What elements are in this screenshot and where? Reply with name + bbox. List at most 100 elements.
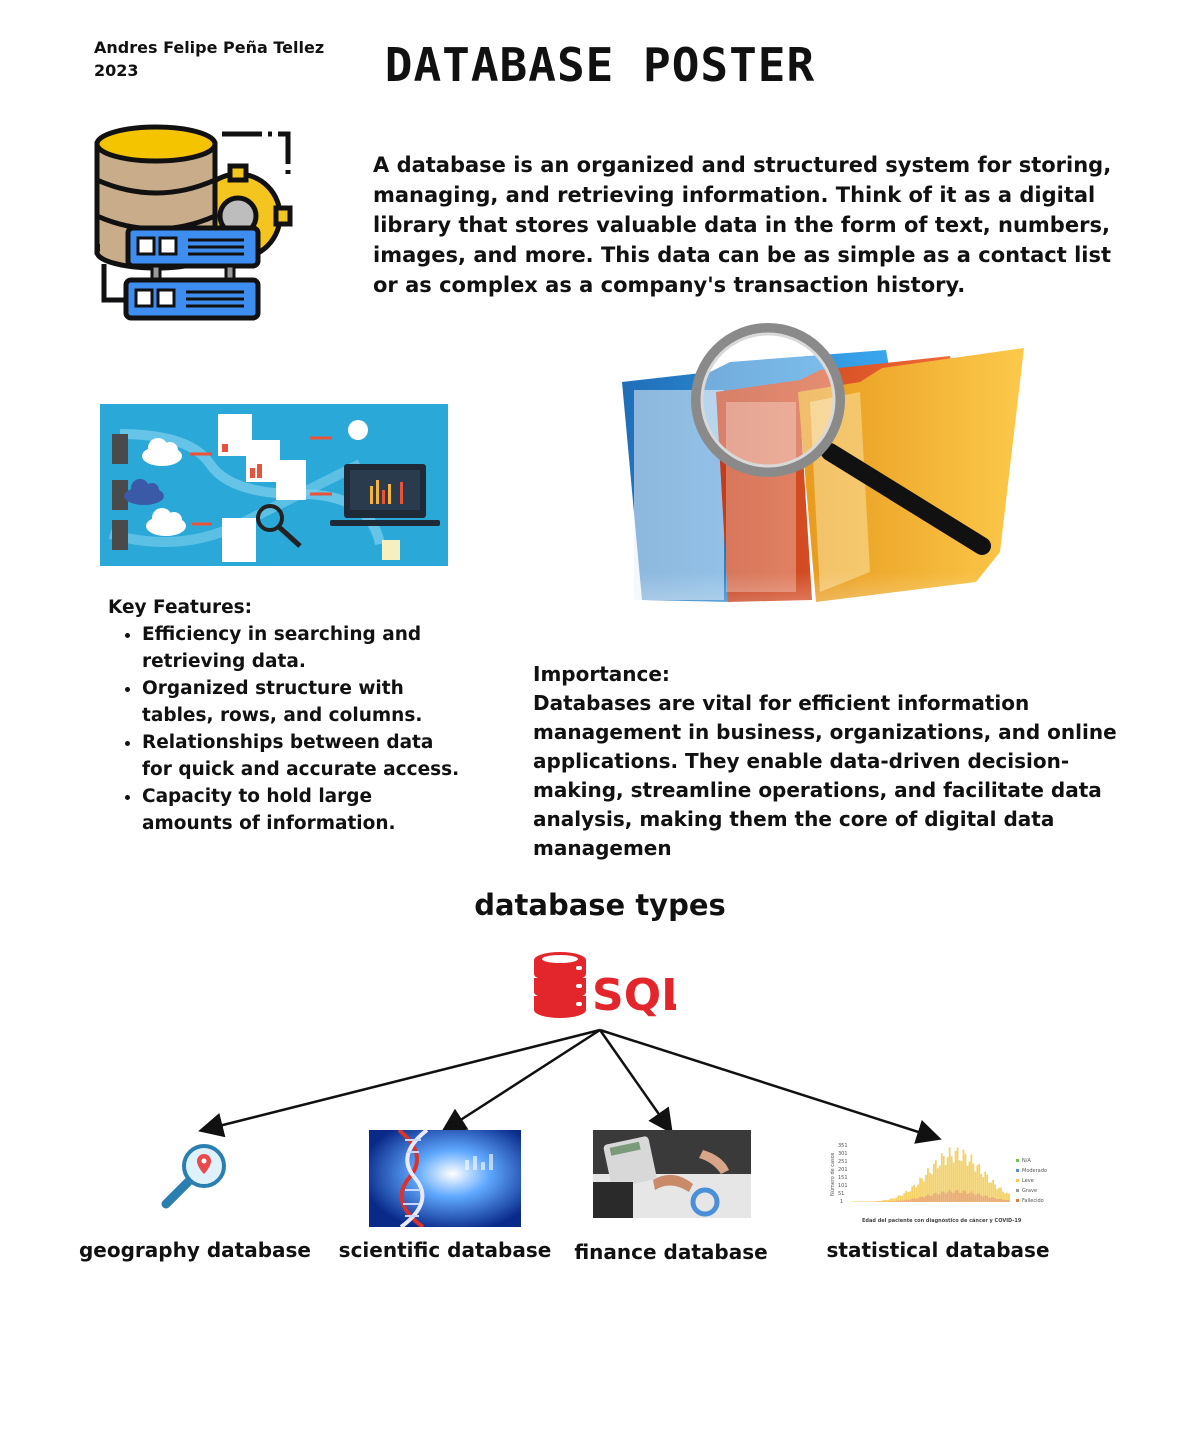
histogram-bar <box>879 1201 882 1202</box>
histogram-bar <box>1008 1193 1010 1202</box>
histogram-bar-overlay <box>921 1196 923 1202</box>
ytick: 51 <box>838 1191 844 1197</box>
histogram-bar <box>948 1147 951 1202</box>
histogram-bar <box>905 1190 908 1202</box>
author-name: Andres Felipe Peña Tellez <box>94 38 325 57</box>
histogram-bar <box>852 1201 854 1202</box>
histogram-bar-overlay <box>893 1201 896 1202</box>
search-icon <box>256 504 302 548</box>
histogram-bar-overlay <box>974 1195 977 1202</box>
histogram-bar <box>877 1201 880 1202</box>
histogram-bar <box>921 1178 923 1202</box>
histogram-bar-overlay <box>990 1197 993 1202</box>
histogram-bar <box>946 1156 949 1202</box>
histogram-bar <box>903 1193 906 1202</box>
histogram-bar-overlay <box>913 1198 915 1202</box>
legend-item: Leve <box>1022 1178 1034 1184</box>
histogram-bar-overlay <box>891 1201 894 1202</box>
histogram-bar-overlay <box>946 1192 949 1202</box>
histogram-bar <box>964 1153 967 1202</box>
sql-logo: SQL <box>534 952 676 1021</box>
histogram-bar-overlay <box>982 1196 985 1202</box>
histogram-bar-overlay <box>964 1191 967 1202</box>
histogram-bar-overlay <box>901 1200 904 1202</box>
histogram-bar-overlay <box>962 1190 965 1202</box>
intro-paragraph: A database is an organized and structure… <box>373 153 1112 297</box>
author-block: Andres Felipe Peña Tellez 2023 <box>94 36 324 82</box>
histogram-bar-overlay <box>909 1199 912 1202</box>
laptop-icon <box>330 464 440 526</box>
histogram-bar-overlay <box>899 1200 902 1202</box>
histogram-bar-overlay <box>1000 1198 1002 1202</box>
histogram-bar-overlay <box>934 1192 937 1202</box>
histogram-bar-overlay <box>931 1195 933 1202</box>
histogram-bar <box>952 1162 955 1202</box>
histogram-bar <box>867 1201 870 1202</box>
calculator-icon <box>603 1136 657 1188</box>
histogram-bar-overlay <box>895 1201 898 1202</box>
database-server-icon <box>94 124 293 321</box>
ytick: 201 <box>838 1167 848 1173</box>
histogram-bar-overlay <box>978 1193 981 1202</box>
histogram-bar <box>980 1173 983 1202</box>
mini-chart-xlabel: Edad del paciente con diagnóstico de cán… <box>862 1217 1022 1224</box>
cloud-icon <box>142 438 186 536</box>
histogram-bar <box>909 1191 912 1202</box>
histogram-bar <box>895 1197 898 1202</box>
histogram-bar-overlay <box>966 1194 969 1202</box>
histogram-bar <box>936 1168 939 1202</box>
histogram-bar-overlay <box>1006 1199 1008 1202</box>
histogram-bar <box>929 1172 931 1202</box>
histogram-bar <box>956 1147 959 1202</box>
histogram-bar <box>934 1160 937 1202</box>
histogram-bar-overlay <box>984 1195 987 1202</box>
histogram-bar <box>897 1195 900 1202</box>
server-rack-icon <box>112 434 128 550</box>
histogram-bar-overlay <box>927 1194 929 1202</box>
histogram-bar-overlay <box>889 1201 892 1202</box>
histogram-bar-overlay <box>954 1190 957 1202</box>
ytick: 251 <box>838 1159 848 1165</box>
histogram-bar-overlay <box>998 1198 1000 1202</box>
histogram-bar-overlay <box>938 1193 941 1202</box>
flow-arrows <box>190 436 332 526</box>
histogram-bar <box>871 1201 874 1202</box>
histogram-bar-overlay <box>1002 1199 1004 1202</box>
histogram-bar <box>982 1177 985 1202</box>
location-search-icon <box>161 1144 226 1209</box>
histogram-bar-overlay <box>917 1198 919 1202</box>
histogram-bar-overlay <box>940 1191 943 1202</box>
histogram-bar-overlay <box>936 1194 939 1202</box>
dna-helix-icon <box>397 1130 429 1227</box>
histogram-bar <box>958 1160 961 1202</box>
type-label-finance: finance database <box>574 1240 768 1264</box>
type-label-statistical: statistical database <box>826 1238 1050 1262</box>
histogram-bar <box>865 1201 868 1202</box>
magnifier-icon <box>691 323 991 555</box>
types-heading: database types <box>474 888 726 922</box>
histogram-bar <box>988 1182 991 1202</box>
histogram-bar-overlay <box>897 1200 900 1202</box>
histogram-bar-overlay <box>970 1191 973 1202</box>
histogram-bar <box>923 1181 925 1202</box>
histogram-bar-overlay <box>956 1190 959 1202</box>
histogram-bar <box>883 1199 886 1202</box>
histogram-bar <box>954 1150 957 1202</box>
list-item: Capacity to hold large amounts of inform… <box>142 783 468 837</box>
histogram-bar-overlay <box>972 1193 975 1202</box>
histogram-bar <box>950 1156 953 1202</box>
importance-heading: Importance: <box>533 662 670 686</box>
dna-image <box>369 1130 521 1227</box>
histogram-bar <box>1006 1192 1008 1202</box>
histogram-bar <box>911 1186 914 1202</box>
histogram-bar-overlay <box>919 1196 921 1202</box>
mini-chart-legend: N/A Moderado Leve Grave Fallecido <box>1016 1158 1047 1204</box>
histogram-bar <box>1002 1191 1004 1202</box>
histogram-bar-overlay <box>952 1193 955 1202</box>
histogram-bar-overlay <box>988 1197 991 1202</box>
ytick: 151 <box>838 1175 848 1181</box>
legend-item: Grave <box>1022 1188 1037 1194</box>
histogram-bar <box>889 1198 892 1202</box>
histogram-bar <box>938 1165 941 1202</box>
histogram-bar <box>944 1165 947 1202</box>
